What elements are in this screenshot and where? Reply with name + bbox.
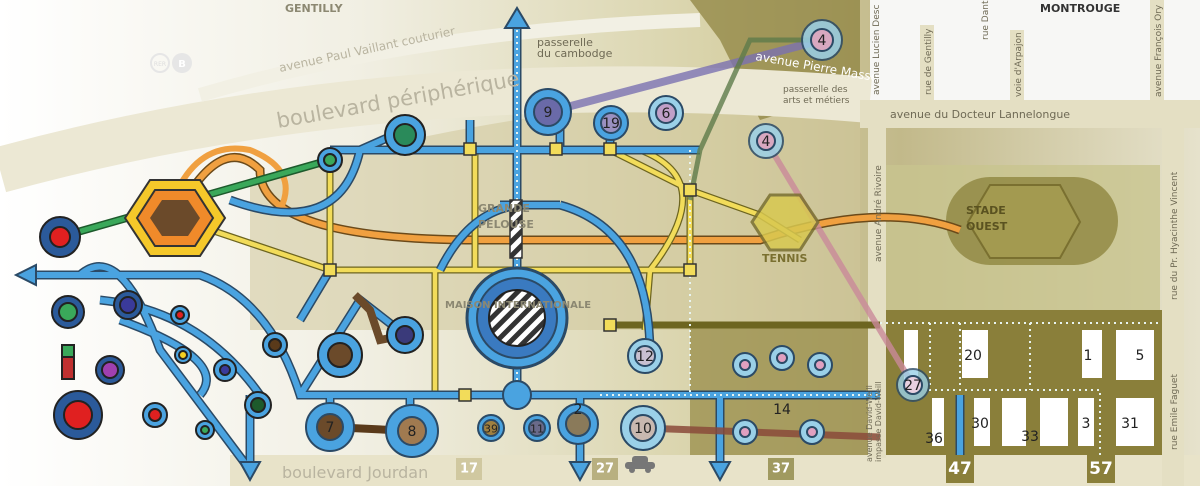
footbridge-cambodge-1: passerelle	[537, 36, 593, 49]
tennis-hub	[750, 193, 820, 252]
gate-37: 37	[772, 462, 790, 477]
station-14: 14	[773, 402, 791, 418]
grande-pelouse-marker	[509, 199, 523, 259]
road-label-david-weill-avenue: avenue David-Weill	[865, 385, 874, 462]
station-2: 2	[574, 402, 583, 418]
road-label-francois-ory: avenue François Ory	[1154, 4, 1164, 97]
rer-b-badge: RER B	[150, 53, 192, 73]
footbridge-arts-1: passerelle des	[783, 85, 848, 95]
place-tennis: TENNIS	[762, 252, 808, 265]
road-label-voie-arpajon: voie d'Arpajon	[1014, 32, 1024, 97]
place-grande-pelouse-1: GRANDE	[478, 202, 530, 215]
olive-line	[687, 37, 822, 201]
station-12: 12	[636, 349, 654, 365]
north-arrow-icon	[503, 6, 531, 29]
station-4-north: 4	[818, 33, 827, 49]
station-11: 11	[530, 423, 544, 436]
road-label-david-weill-impasse: impasse David-Weill	[874, 382, 883, 463]
building-numbers: 20 1 5 27 30 33 3 36 31	[904, 348, 1144, 447]
car-icon	[625, 456, 655, 473]
gate-27: 27	[596, 462, 614, 477]
maison-internationale-station	[465, 266, 569, 410]
building-33: 33	[1021, 429, 1039, 445]
road-gentilly	[920, 25, 934, 100]
gate-47: 47	[948, 459, 972, 479]
road-hyacinthe	[1162, 128, 1184, 486]
pink-line	[763, 139, 916, 387]
orange-line-inner	[172, 154, 962, 243]
road-label-rue-dant: rue Dant	[981, 0, 991, 40]
road-label-jourdan: boulevard Jourdan	[282, 463, 428, 482]
footbridge-cambodge-2: du cambodge	[537, 47, 613, 60]
place-stade-1: STADE	[966, 204, 1006, 217]
station-4-south: 4	[762, 134, 771, 150]
road-andre-rivoire	[868, 128, 886, 458]
station-9: 9	[544, 105, 553, 121]
road-arpajon	[1010, 30, 1024, 100]
building-30: 30	[971, 416, 989, 432]
station-numbers: 4 4 9 19 6 12 2 10 39 11 7 8 14	[326, 33, 827, 440]
station-19: 19	[602, 116, 620, 132]
road-paul-vaillant	[198, 13, 701, 102]
left-stations	[39, 114, 426, 440]
place-stade-2: OUEST	[966, 220, 1008, 233]
gate-17: 17	[460, 462, 478, 477]
station-8: 8	[408, 424, 417, 440]
footbridge-arts-2: arts et métiers	[783, 95, 850, 106]
building-36: 36	[925, 431, 943, 447]
district-montrouge: MONTROUGE	[1040, 2, 1120, 15]
orange-loop	[172, 145, 289, 212]
station-39: 39	[484, 423, 498, 436]
yellow-transfer-squares	[323, 142, 697, 402]
gate-57: 57	[1089, 459, 1113, 479]
gates: 47 57 37 27 17	[456, 455, 1115, 483]
road-peripherique	[0, 66, 872, 193]
district-gentilly: GENTILLY	[285, 2, 344, 15]
building-3: 3	[1082, 416, 1091, 432]
place-maison-internationale: MAISON INTERNATIONALE	[445, 300, 591, 311]
road-label-lannelongue: avenue du Docteur Lannelongue	[890, 108, 1070, 121]
stadium-hexagon	[966, 184, 1082, 259]
road-label-emile-faguet: rue Emile Faguet	[1170, 374, 1180, 450]
purple-line	[546, 36, 824, 116]
station-7: 7	[326, 420, 335, 436]
south-buildings	[904, 330, 1154, 446]
road-ory	[1150, 0, 1164, 100]
rer-badge-label: RER	[154, 61, 166, 68]
numbered-stations	[305, 19, 930, 458]
road-lannelongue	[860, 100, 1200, 128]
building-5: 5	[1136, 348, 1145, 364]
building-20: 20	[964, 348, 982, 364]
road-label-hyacinthe-vincent: rue du Pr. Hyacinthe Vincent	[1170, 171, 1180, 300]
campus-walkways	[880, 322, 1160, 460]
west-arrow-icon	[13, 263, 37, 287]
road-label-lucien-desc: avenue Lucien Desc	[872, 5, 882, 95]
station-10: 10	[634, 421, 652, 437]
building-27: 27	[904, 378, 922, 394]
building-1: 1	[1084, 348, 1093, 364]
place-grande-pelouse-2: PELOUSE	[478, 218, 534, 231]
building-31: 31	[1121, 416, 1139, 432]
road-label-rue-gentilly: rue de Gentilly	[924, 28, 934, 95]
hexagon-hub	[123, 179, 227, 257]
line-b-badge-label: B	[178, 59, 186, 70]
station-6: 6	[662, 106, 671, 122]
brown-line	[642, 424, 881, 441]
road-label-andre-rivoire: avenue André Rivoire	[873, 165, 884, 262]
